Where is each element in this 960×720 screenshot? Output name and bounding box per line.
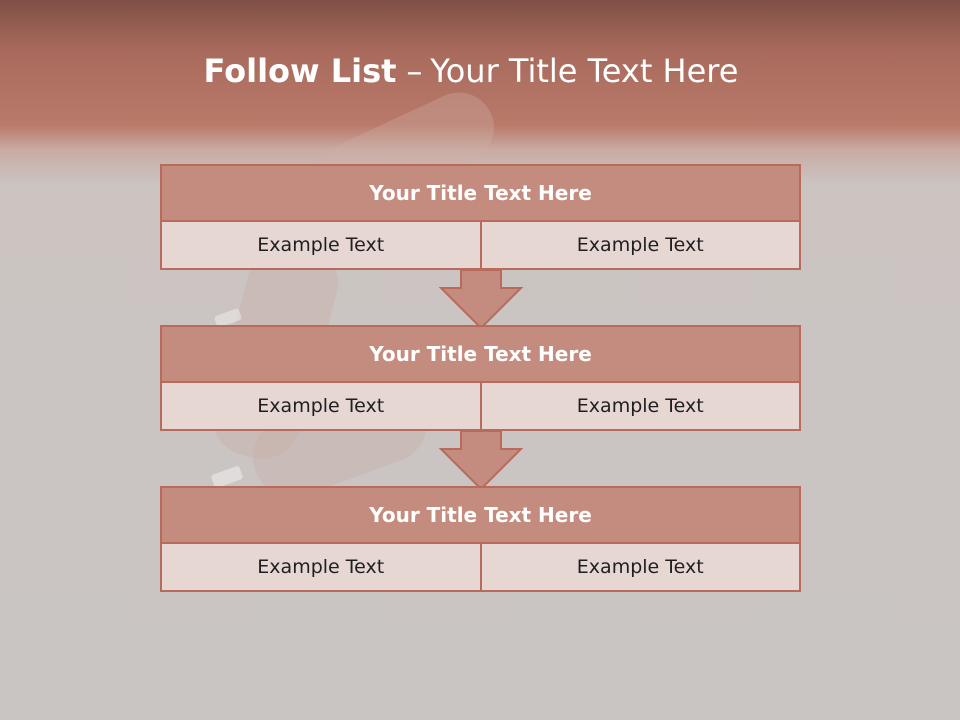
- slide-title-rest: Your Title Text Here: [430, 52, 739, 90]
- down-arrow-icon: [438, 431, 524, 491]
- step-row: Example Text Example Text: [162, 222, 799, 268]
- slide-title-separator: –: [406, 52, 423, 90]
- slide-title-bold: Follow List: [203, 52, 397, 90]
- step-cell-right: Example Text: [479, 383, 800, 429]
- step-cell-left: Example Text: [257, 395, 385, 417]
- step-header: Your Title Text Here: [162, 488, 799, 544]
- step-cell-left: Example Text: [257, 234, 385, 256]
- step-block-1: Your Title Text Here Example Text Exampl…: [160, 164, 801, 270]
- step-header: Your Title Text Here: [162, 166, 799, 222]
- step-block-2: Your Title Text Here Example Text Exampl…: [160, 325, 801, 431]
- slide-title: Follow List–Your Title Text Here: [0, 52, 942, 90]
- step-cell-left: Example Text: [257, 556, 385, 578]
- step-cell-right: Example Text: [479, 544, 800, 590]
- step-header: Your Title Text Here: [162, 327, 799, 383]
- step-row: Example Text Example Text: [162, 383, 799, 429]
- step-cell-right: Example Text: [479, 222, 800, 268]
- down-arrow-icon: [438, 270, 524, 330]
- step-row: Example Text Example Text: [162, 544, 799, 590]
- step-block-3: Your Title Text Here Example Text Exampl…: [160, 486, 801, 592]
